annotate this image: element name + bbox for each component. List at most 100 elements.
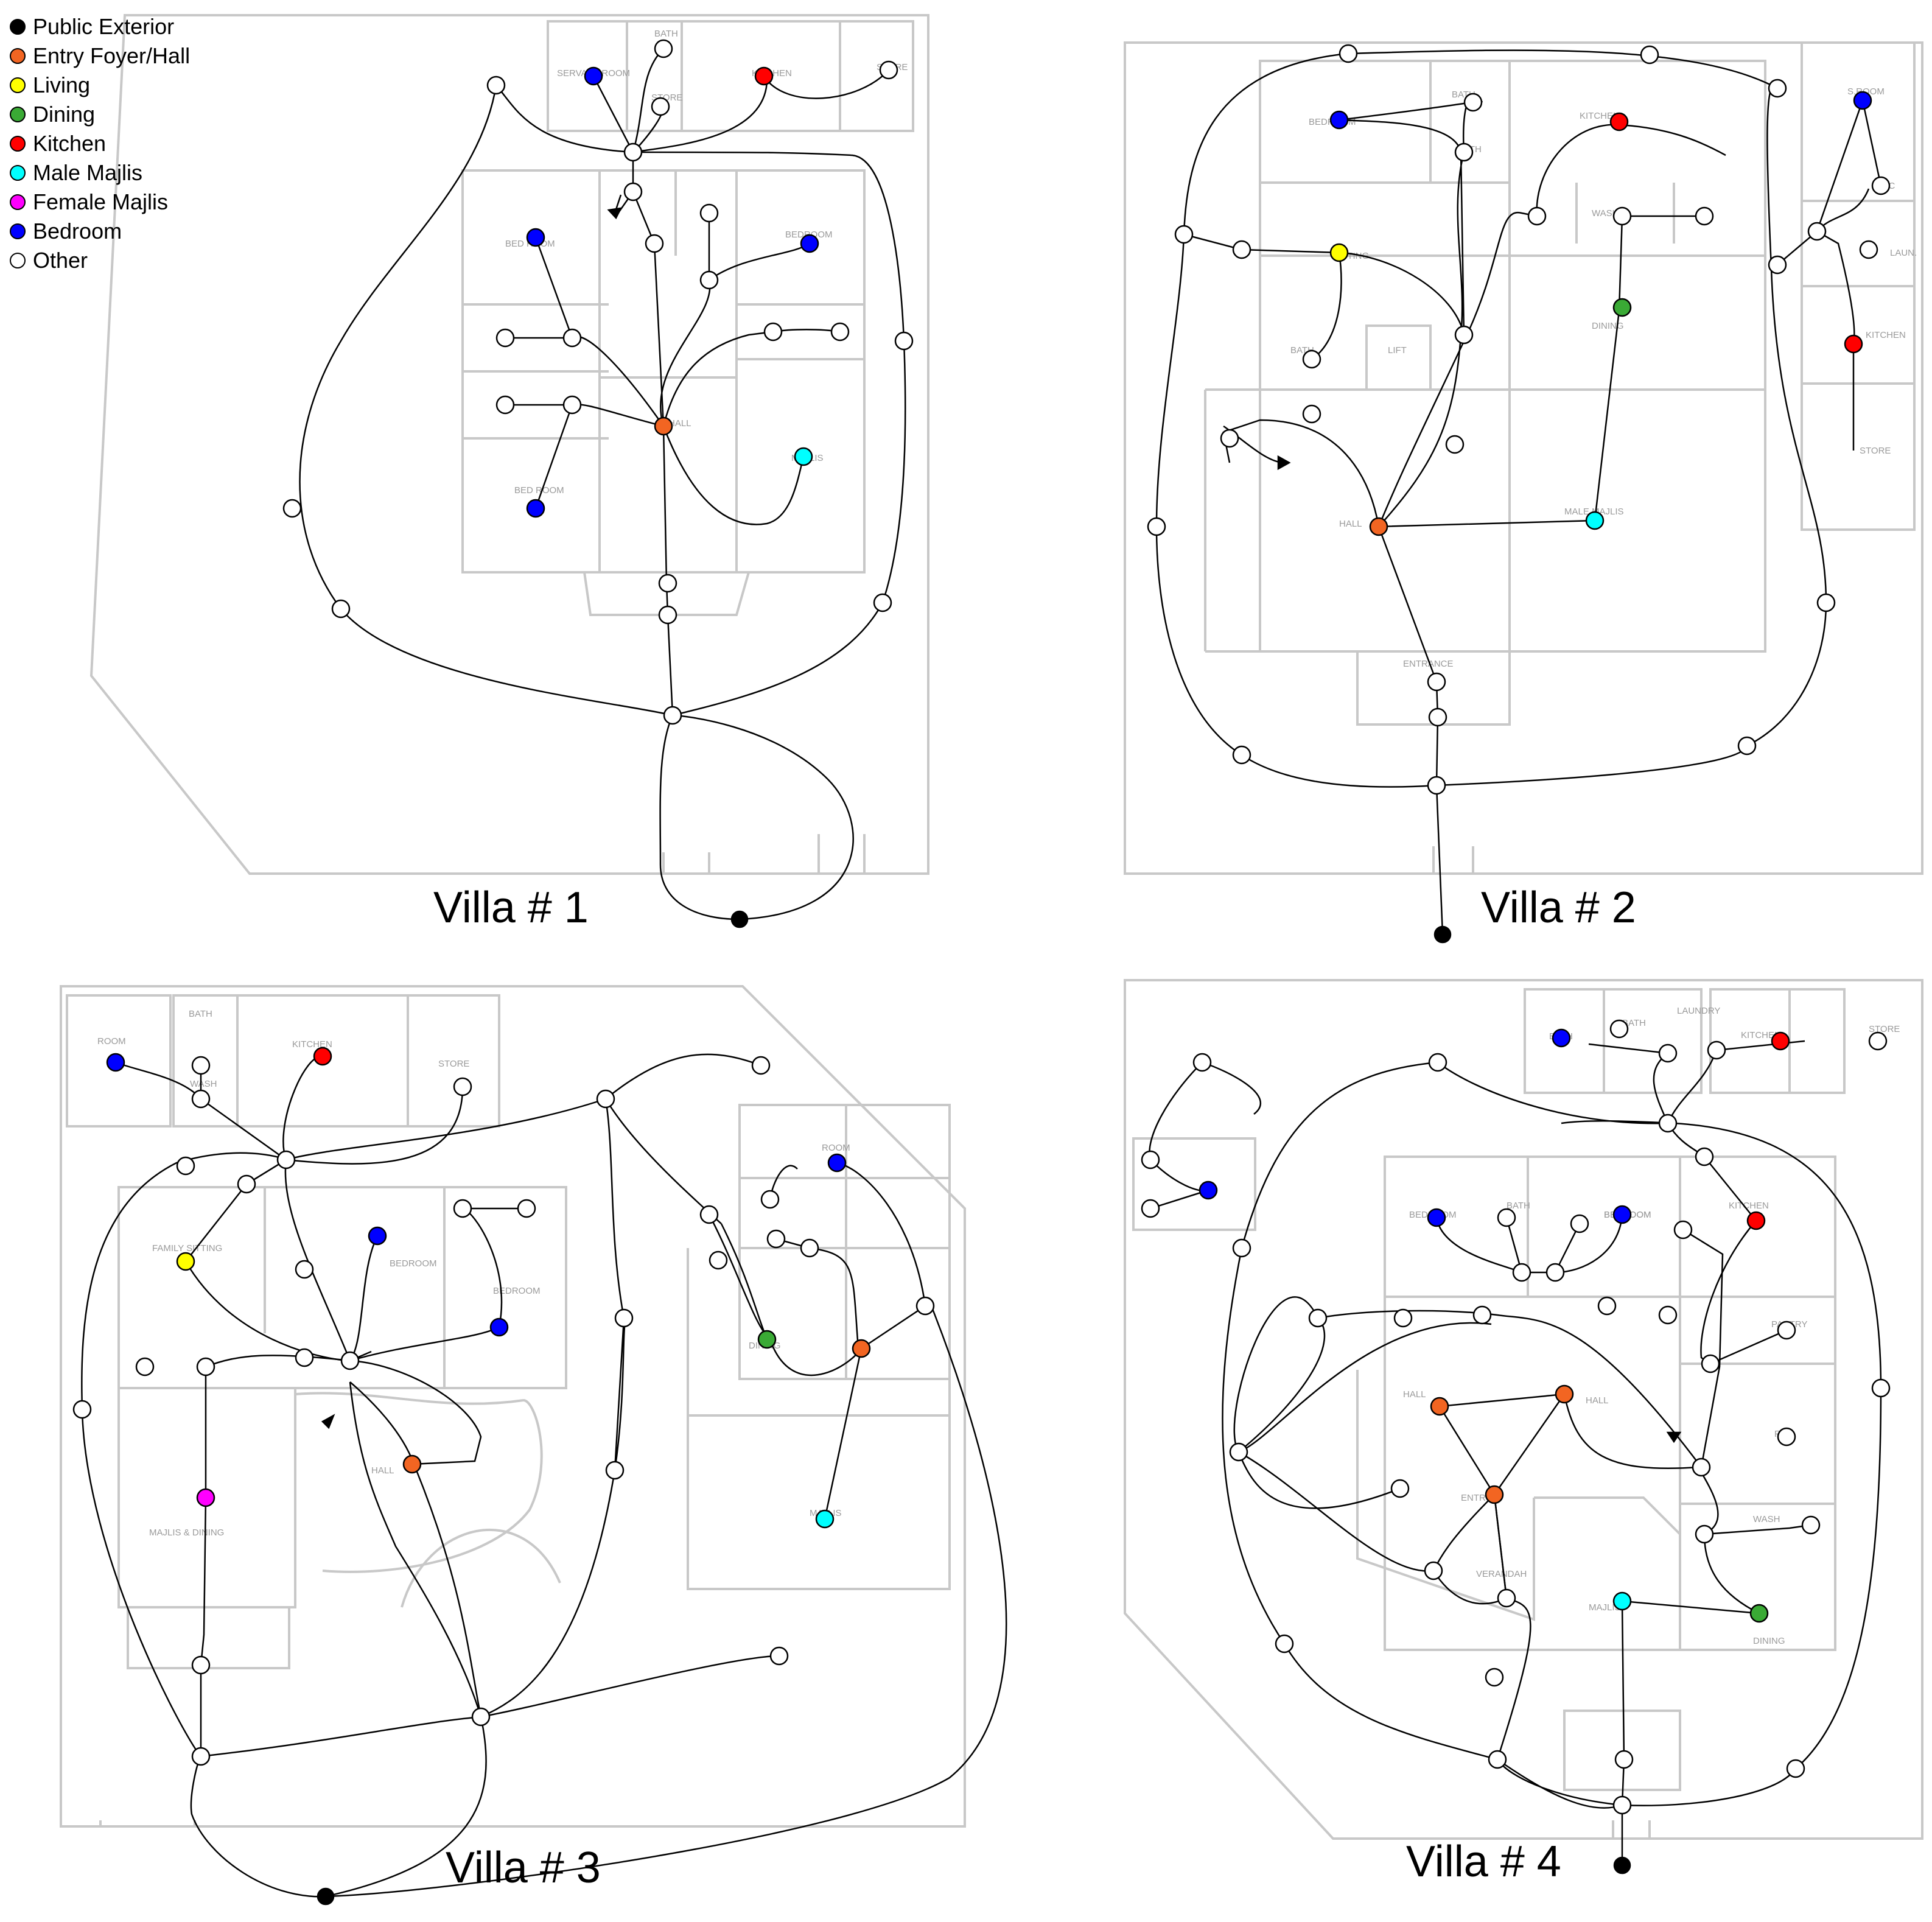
legend-label: Living — [33, 72, 91, 97]
entry-hall-node — [1555, 1384, 1574, 1404]
entry-hall-node — [402, 1454, 422, 1474]
room-label: BATH — [654, 29, 678, 39]
legend-item: Dining — [10, 100, 190, 129]
entry-hall-node — [1369, 517, 1388, 536]
other-node — [1485, 1668, 1504, 1687]
other-node — [1701, 1354, 1720, 1373]
other-node — [658, 573, 677, 593]
other-node — [763, 322, 783, 342]
kitchen-node — [1771, 1031, 1790, 1051]
other-node — [1871, 1378, 1891, 1398]
room-label: DINING — [1753, 1636, 1785, 1646]
other-node — [295, 1260, 314, 1279]
other-node — [915, 1296, 935, 1316]
graph-edge — [763, 69, 889, 99]
other-node — [237, 1174, 256, 1194]
other-node — [72, 1400, 92, 1419]
other-node — [191, 1655, 211, 1675]
bedroom-node — [800, 234, 819, 253]
other-node — [1232, 745, 1251, 765]
graph-edge — [672, 714, 854, 921]
public-exterior-node — [1433, 925, 1452, 944]
room-label: BED ROOM — [514, 485, 564, 496]
other-node — [1497, 1208, 1516, 1227]
other-node — [1463, 93, 1483, 112]
public-exterior-node — [730, 910, 749, 928]
graph-nodes — [72, 39, 1891, 1906]
female-majlis-node — [196, 1488, 215, 1507]
villa-1-plan — [89, 14, 929, 875]
legend-swatch — [10, 194, 26, 210]
graph-edge — [708, 1214, 863, 1520]
legend-swatch — [10, 165, 26, 181]
room-label: HALL — [371, 1465, 394, 1476]
legend-swatch — [10, 19, 26, 35]
graph-edge — [659, 715, 740, 921]
other-node — [699, 1205, 719, 1224]
other-node — [1658, 1114, 1678, 1133]
other-node — [1768, 79, 1787, 98]
other-node — [1488, 1750, 1507, 1769]
room-label: WASH — [1592, 208, 1619, 219]
graph-edge — [1667, 1123, 1787, 1365]
legend-label: Male Majlis — [33, 160, 143, 185]
other-node — [1497, 1588, 1516, 1608]
other-node — [1232, 1238, 1251, 1258]
other-node — [1859, 240, 1878, 259]
graph-edge — [1703, 1524, 1811, 1615]
other-node — [1512, 1263, 1531, 1282]
legend-item: Entry Foyer/Hall — [10, 41, 190, 71]
other-node — [596, 1089, 615, 1109]
room-label: BATH — [189, 1009, 212, 1019]
legend: Public Exterior Entry Foyer/Hall Living … — [10, 12, 190, 275]
other-node — [1868, 1031, 1888, 1051]
bedroom-node — [827, 1153, 847, 1173]
graph-edge — [285, 1053, 761, 1161]
other-node — [1871, 176, 1891, 195]
legend-label: Bedroom — [33, 219, 122, 244]
other-node — [1275, 1634, 1294, 1654]
male-majlis-node — [815, 1509, 835, 1529]
legend-swatch — [10, 77, 26, 93]
stair-arrows — [321, 194, 1682, 1443]
bedroom-node — [368, 1226, 387, 1246]
legend-label: Entry Foyer/Hall — [33, 43, 191, 68]
legend-label: Public Exterior — [33, 14, 175, 39]
bedroom-node — [489, 1317, 509, 1337]
legend-item: Living — [10, 71, 190, 100]
other-node — [1614, 1750, 1634, 1769]
bedroom-node — [1552, 1028, 1571, 1048]
graph-edge — [592, 48, 768, 153]
room-label: ENTRANCE — [1403, 659, 1454, 669]
legend-item: Public Exterior — [10, 12, 190, 41]
other-node — [1545, 1263, 1565, 1282]
other-node — [196, 1357, 215, 1377]
other-node — [562, 395, 582, 415]
room-label: KITCHEN — [1729, 1201, 1769, 1211]
other-node — [1229, 1442, 1248, 1462]
graph-edge — [1222, 419, 1380, 527]
graph-edge — [115, 1055, 464, 1165]
graph-edge — [1317, 1310, 1702, 1468]
room-labels: SERVANT ROOMBATHSTOREKITCHENSTOREBED ROO… — [97, 29, 1917, 1646]
room-label: WASH — [190, 1079, 217, 1089]
room-label: STORE — [1869, 1024, 1900, 1034]
room-label: HALL — [668, 418, 691, 429]
other-node — [1768, 255, 1787, 275]
arrow-head — [321, 1414, 335, 1429]
other-node — [1570, 1214, 1589, 1233]
graph-edge — [200, 1367, 207, 1756]
legend-item: Bedroom — [10, 217, 190, 246]
graph-edge — [1497, 1758, 1623, 1809]
other-node — [1612, 206, 1632, 226]
kitchen-node — [1609, 112, 1629, 132]
dining-node — [1612, 298, 1632, 317]
living-node — [1329, 243, 1349, 262]
bedroom-node — [1612, 1205, 1632, 1224]
other-node — [1232, 240, 1251, 259]
public-exterior-node — [1613, 1856, 1631, 1875]
other-node — [751, 1056, 771, 1075]
male-majlis-node — [794, 447, 813, 466]
graph-edge — [81, 1152, 326, 1898]
